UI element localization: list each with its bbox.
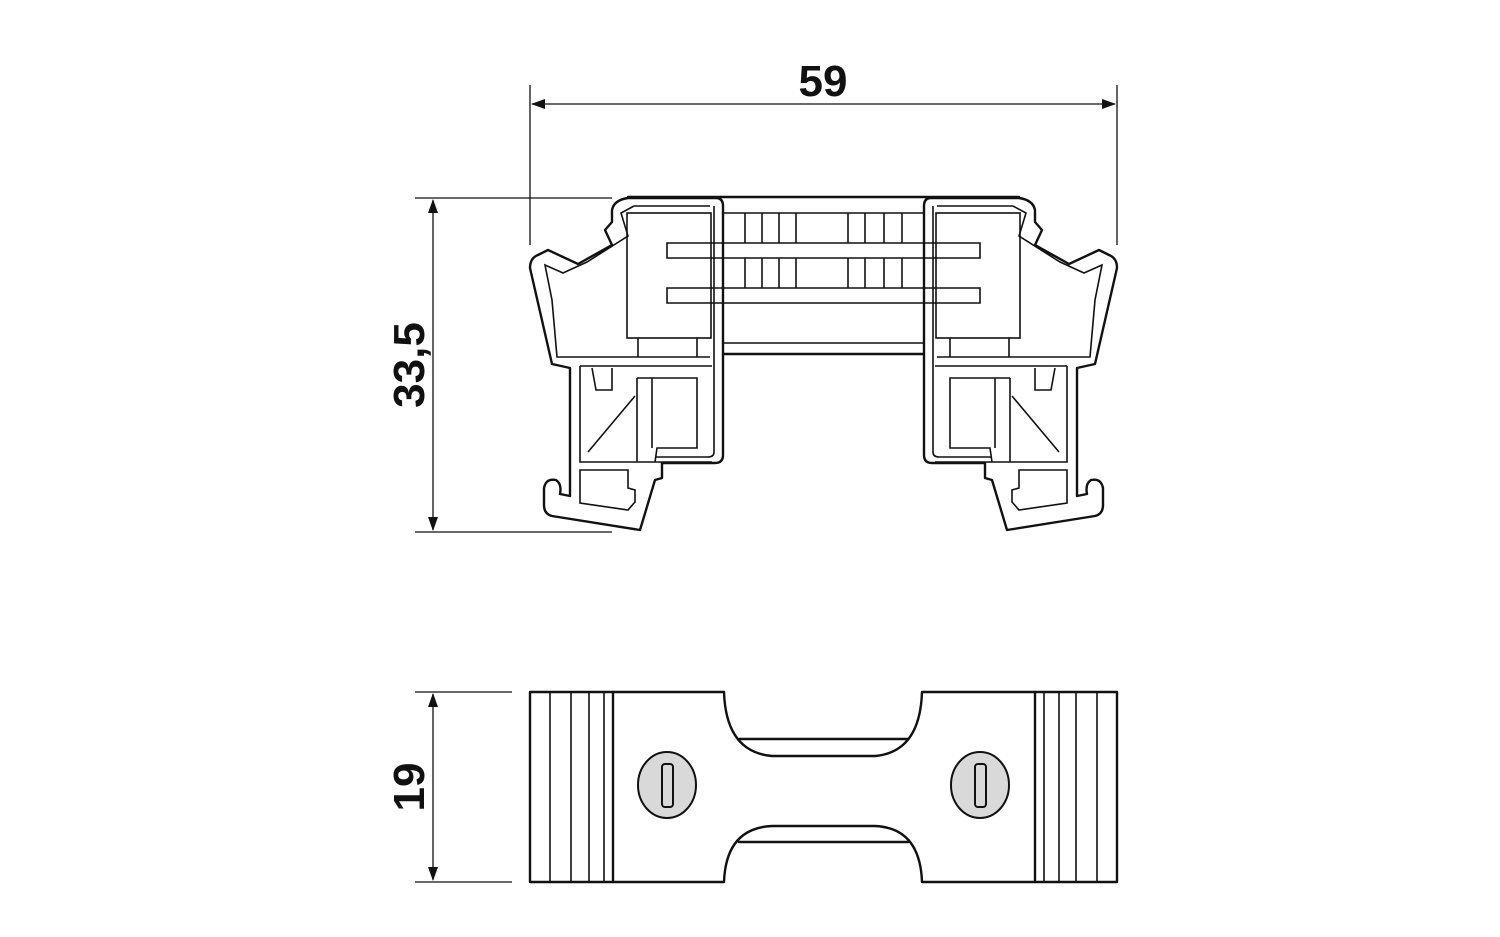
screw-icon — [950, 751, 1010, 819]
height-label: 33,5 — [385, 322, 434, 408]
depth-label: 19 — [385, 763, 434, 812]
height-dimension: 33,5 — [385, 197, 612, 533]
width-label: 59 — [799, 57, 848, 106]
width-dimension: 59 — [529, 57, 1118, 245]
screw-icon — [637, 751, 697, 819]
right-clamp-foot — [922, 196, 1119, 532]
left-ribs — [549, 690, 615, 884]
depth-dimension: 19 — [385, 691, 512, 883]
front-view — [528, 195, 1119, 532]
center-grid — [722, 212, 925, 356]
right-ribs — [1033, 690, 1098, 884]
top-view — [528, 690, 1119, 884]
left-clamp-foot — [528, 196, 725, 532]
body-outline — [528, 690, 1119, 884]
